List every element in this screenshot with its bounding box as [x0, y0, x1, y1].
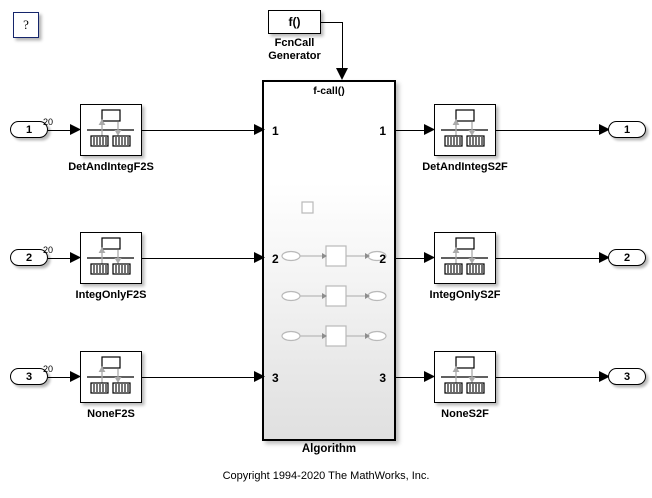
help-badge-label: ? [23, 17, 29, 32]
det-and-integ-f2s-block[interactable] [80, 104, 142, 156]
arrowhead-s2f2-in [424, 252, 435, 263]
outport-2-number: 2 [623, 251, 631, 264]
wire-fcncall-arrowhead [336, 68, 348, 80]
integ-only-f2s-label: IntegOnlyF2S [75, 289, 147, 301]
arrowhead-f2s3-in [70, 371, 81, 382]
arrowhead-subsystem-in-3 [254, 371, 265, 382]
inport-1[interactable]: 1 [10, 121, 48, 138]
none-s2f-block[interactable] [434, 351, 496, 403]
arrowhead-f2s2-in [70, 252, 81, 263]
wire-inport3-to-f2s3 [48, 376, 75, 378]
wire-s2f1-to-outport1 [496, 129, 606, 131]
arrowhead-subsystem-in-2 [254, 252, 265, 263]
converter-icon [441, 109, 488, 147]
subsystem-inport-num-2: 2 [272, 252, 279, 266]
arrowhead-outport-1 [599, 124, 610, 135]
subsystem-inport-num-1: 1 [272, 124, 279, 138]
fcncall-generator-text: f() [288, 15, 301, 29]
inport-2[interactable]: 2 [10, 249, 48, 266]
arrowhead-f2s1-in [70, 124, 81, 135]
converter-icon [87, 237, 134, 275]
arrowhead-s2f3-in [424, 371, 435, 382]
none-s2f-label: NoneS2F [441, 408, 489, 420]
algorithm-subsystem-label: Algorithm [301, 443, 357, 455]
wire-s2f3-to-outport3 [496, 376, 606, 378]
integ-only-f2s-block[interactable] [80, 232, 142, 284]
integ-only-s2f-label: IntegOnlyS2F [429, 289, 501, 301]
converter-icon [441, 356, 488, 394]
wire-fcncall-vertical [342, 21, 344, 73]
wire-inport1-to-f2s1 [48, 129, 75, 131]
arrowhead-s2f1-in [424, 124, 435, 135]
inport-2-dimension: 20 [43, 245, 54, 255]
wire-f2s1-to-subsystem [142, 129, 261, 131]
arrowhead-outport-3 [599, 371, 610, 382]
det-and-integ-f2s-label: DetAndIntegF2S [68, 161, 154, 173]
arrowhead-outport-2 [599, 252, 610, 263]
subsystem-outport-num-1: 1 [379, 124, 386, 138]
wire-f2s3-to-subsystem [142, 376, 261, 378]
subsystem-watermark-icon [281, 201, 387, 347]
inport-1-number: 1 [25, 123, 33, 136]
wire-subsystem-to-s2f1 [396, 129, 430, 131]
help-badge[interactable]: ? [13, 12, 39, 38]
fcncall-generator-label-line1: FcnCall [274, 37, 315, 49]
integ-only-s2f-block[interactable] [434, 232, 496, 284]
det-and-integ-s2f-label: DetAndIntegS2F [422, 161, 508, 173]
wire-f2s2-to-subsystem [142, 257, 261, 259]
outport-2[interactable]: 2 [608, 249, 646, 266]
subsystem-outport-num-3: 3 [379, 371, 386, 385]
outport-1[interactable]: 1 [608, 121, 646, 138]
det-and-integ-s2f-block[interactable] [434, 104, 496, 156]
wire-subsystem-to-s2f2 [396, 257, 430, 259]
outport-1-number: 1 [623, 123, 631, 136]
arrowhead-subsystem-in-1 [254, 124, 265, 135]
converter-icon [87, 356, 134, 394]
wire-fcncall-horizontal [321, 21, 343, 23]
inport-3[interactable]: 3 [10, 368, 48, 385]
outport-3[interactable]: 3 [608, 368, 646, 385]
wire-inport2-to-f2s2 [48, 257, 75, 259]
copyright-text: Copyright 1994-2020 The MathWorks, Inc. [222, 470, 430, 482]
subsystem-inport-num-3: 3 [272, 371, 279, 385]
inport-1-dimension: 20 [43, 117, 54, 127]
none-f2s-block[interactable] [80, 351, 142, 403]
inport-3-dimension: 20 [43, 364, 54, 374]
wire-s2f2-to-outport2 [496, 257, 606, 259]
converter-icon [441, 237, 488, 275]
converter-icon [87, 109, 134, 147]
fcncall-generator-block[interactable]: f() [268, 10, 321, 34]
algorithm-subsystem-block[interactable]: f-call() [262, 80, 396, 441]
subsystem-trigger-label: f-call() [313, 85, 345, 97]
outport-3-number: 3 [623, 370, 631, 383]
subsystem-outport-num-2: 2 [379, 252, 386, 266]
inport-2-number: 2 [25, 251, 33, 264]
none-f2s-label: NoneF2S [87, 408, 135, 420]
wire-subsystem-to-s2f3 [396, 376, 430, 378]
fcncall-generator-label-line2: Generator [268, 50, 321, 62]
inport-3-number: 3 [25, 370, 33, 383]
